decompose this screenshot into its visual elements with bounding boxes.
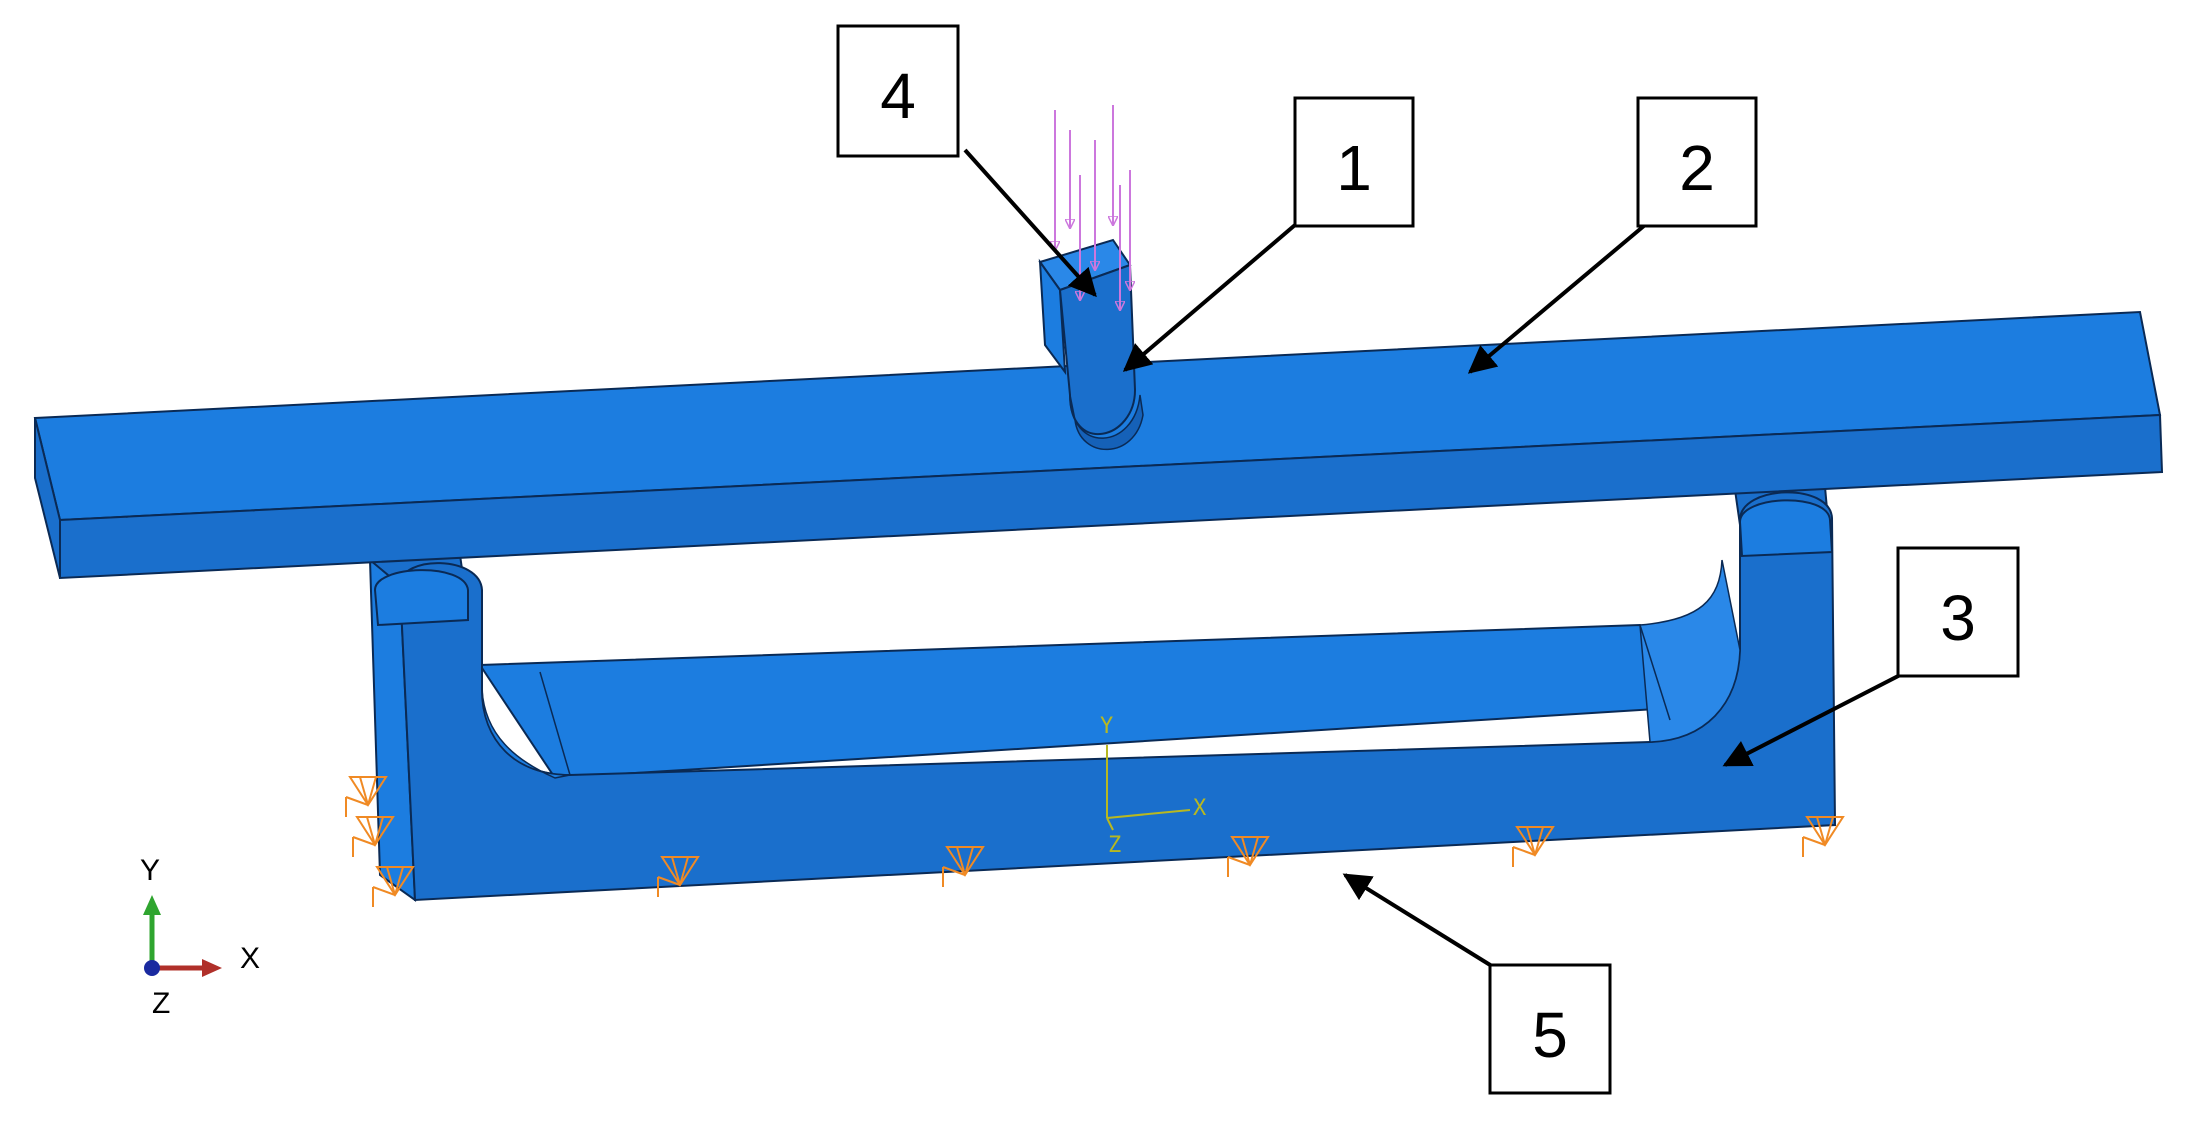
triad-label-y: Y <box>140 854 160 887</box>
bc-symbol <box>657 856 700 897</box>
bc-symbol <box>942 846 985 887</box>
callout-box-4: 4 <box>836 24 960 158</box>
callout-box-1: 1 <box>1293 96 1415 228</box>
support-pillar-tops <box>373 499 1834 627</box>
view-triad <box>143 895 222 977</box>
csys-label-z: Z <box>1108 833 1121 858</box>
csys-label-y: Y <box>1100 714 1113 739</box>
callout-label-4: 4 <box>880 60 916 132</box>
bc-symbol <box>345 776 388 817</box>
bc-symbol <box>1227 836 1270 877</box>
callout-box-2: 2 <box>1636 96 1758 228</box>
callout-arrows <box>963 148 1911 970</box>
bc-symbol <box>1802 816 1845 857</box>
callout-label-1: 1 <box>1336 132 1372 204</box>
triad-label-x: X <box>240 942 260 975</box>
callout-label-3: 3 <box>1940 582 1976 654</box>
callout-label-2: 2 <box>1679 132 1715 204</box>
boundary-conditions <box>345 776 1845 907</box>
callout-box-5: 5 <box>1488 963 1612 1095</box>
csys-label-x: X <box>1193 796 1207 821</box>
bc-symbol <box>372 866 415 907</box>
callout-label-5: 5 <box>1532 999 1568 1071</box>
bc-symbol <box>1512 826 1555 867</box>
callout-box-3: 3 <box>1896 546 2020 678</box>
triad-label-z: Z <box>152 987 170 1020</box>
support-part <box>368 485 1837 903</box>
bc-symbol <box>352 816 395 857</box>
load-arrows <box>1055 105 1130 310</box>
model-csys <box>1106 745 1191 831</box>
